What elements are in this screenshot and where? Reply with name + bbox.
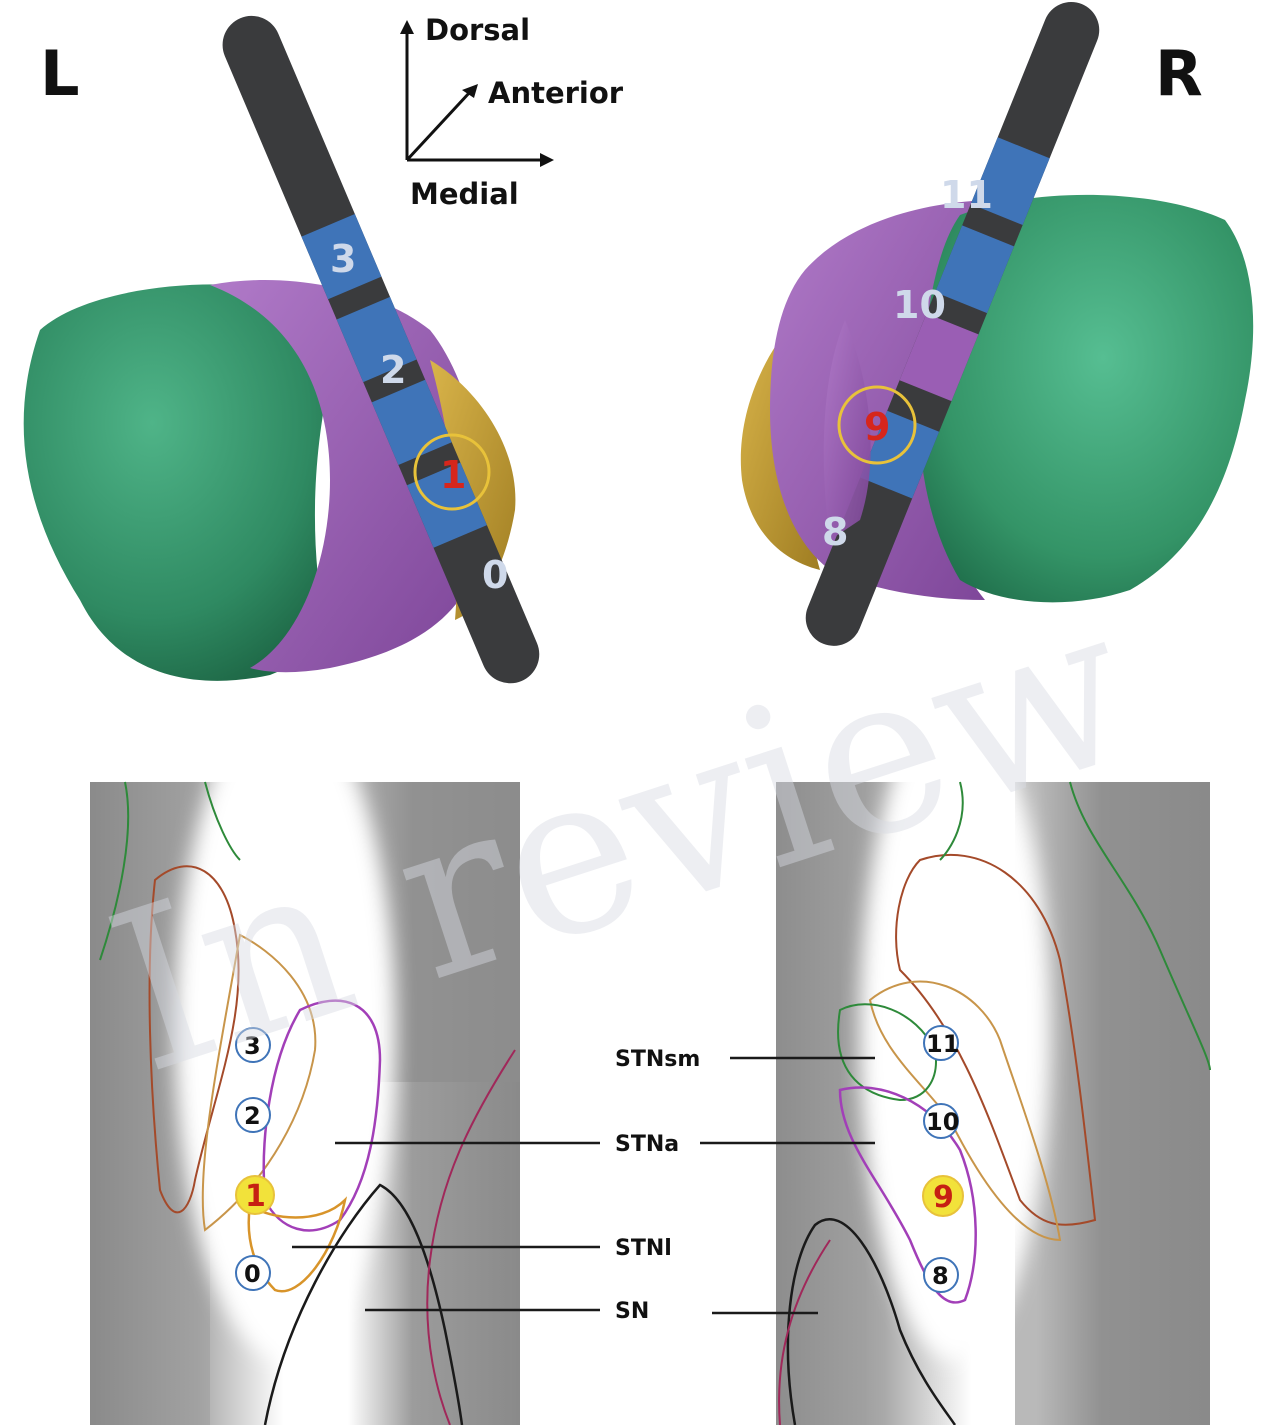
- left-contact-0: 0: [482, 553, 508, 597]
- axis-medial-label: Medial: [410, 177, 519, 211]
- right-contact-9: 9: [864, 405, 890, 449]
- axis-dorsal-label: Dorsal: [425, 13, 530, 47]
- left-contact-3: 3: [330, 237, 356, 281]
- left-slice-contact-2: 2: [236, 1098, 270, 1132]
- label-stn-l: STNl: [615, 1236, 672, 1261]
- svg-text:10: 10: [926, 1108, 959, 1136]
- svg-text:9: 9: [933, 1180, 954, 1215]
- left-slice-contact-1-active: 1: [236, 1176, 274, 1214]
- left-contact-2: 2: [380, 348, 406, 392]
- right-contact-11: 11: [940, 173, 993, 217]
- right-contact-8: 8: [822, 510, 848, 554]
- right-slice-contact-8: 8: [924, 1258, 958, 1292]
- left-contact-1: 1: [440, 453, 466, 497]
- label-sn: SN: [615, 1299, 649, 1324]
- right-slice-contact-9-active: 9: [923, 1176, 963, 1216]
- svg-text:1: 1: [245, 1179, 266, 1214]
- svg-text:8: 8: [932, 1262, 949, 1290]
- svg-text:2: 2: [244, 1102, 261, 1130]
- left-side-label: L: [40, 37, 80, 110]
- left-slice-contact-0: 0: [236, 1256, 270, 1290]
- axis-anterior-label: Anterior: [488, 76, 624, 110]
- svg-text:11: 11: [926, 1030, 959, 1058]
- svg-text:0: 0: [244, 1260, 261, 1288]
- right-side-label: R: [1155, 37, 1203, 110]
- right-slice-contact-11: 11: [924, 1026, 959, 1060]
- right-contact-10: 10: [893, 283, 946, 327]
- label-stn-a: STNa: [615, 1132, 679, 1157]
- right-slice-contact-10: 10: [924, 1104, 959, 1138]
- label-stn-sm: STNsm: [615, 1047, 700, 1072]
- left-3d-render: 3 2 1 0: [24, 7, 549, 692]
